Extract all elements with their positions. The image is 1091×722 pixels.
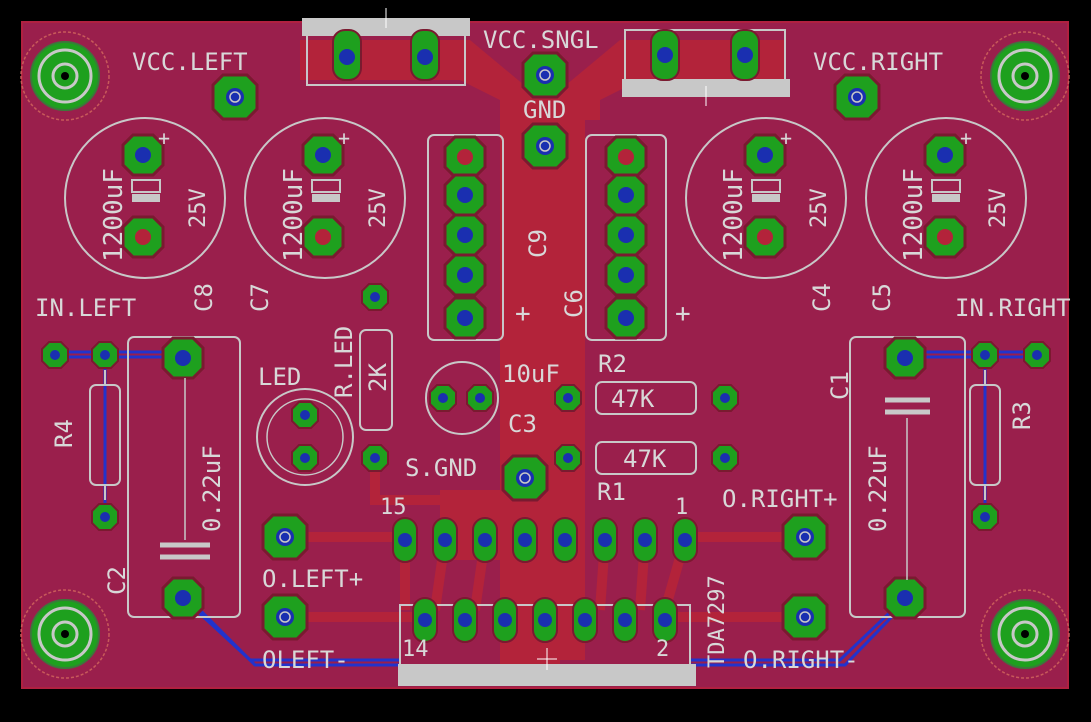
cap-c1 (849, 336, 966, 620)
resistor-r1 (554, 441, 739, 475)
label-c2: C2 (103, 566, 131, 595)
label-c6: C6 (560, 289, 588, 318)
cap-c4-voltage: 25V (807, 188, 832, 228)
cap-c7 (244, 117, 406, 279)
ic-tda7297 (392, 517, 698, 686)
label-c6-plus: + (675, 299, 691, 329)
cap-c5-voltage: 25V (986, 188, 1011, 228)
r1-value: 47K (623, 445, 667, 473)
cap-c3 (425, 361, 499, 435)
cap-c8-value: 1200uF (99, 168, 129, 262)
pad-in-right (971, 341, 999, 369)
via-o-right-minus (781, 593, 829, 641)
label-o-right-plus: O.RIGHT+ (722, 485, 838, 513)
r-led-value: 2K (364, 363, 392, 392)
label-vcc-sngl: VCC.SNGL (483, 26, 599, 54)
via-vcc-right (833, 73, 881, 121)
led (256, 388, 354, 486)
pad-in-right (1023, 341, 1051, 369)
header-c9 (427, 134, 504, 341)
cap-c5-value: 1200uF (899, 168, 929, 262)
label-vcc-left: VCC.LEFT (132, 48, 248, 76)
label-r1: R1 (597, 478, 626, 506)
label-ic: TDA7297 (705, 575, 730, 668)
via-o-right-plus (781, 513, 829, 561)
via-gnd (521, 122, 569, 170)
cap-c4-plus: + (780, 126, 792, 150)
header-c6 (585, 134, 667, 341)
via-vcc-sngl (521, 51, 569, 99)
resistor-r-led (359, 283, 393, 472)
c3-value: 10uF (502, 360, 560, 388)
cap-c5-plus: + (960, 126, 972, 150)
cap-c5 (865, 117, 1027, 279)
cap-c7-voltage: 25V (366, 188, 391, 228)
cap-c7-value: 1200uF (279, 168, 309, 262)
via-o-left-minus (261, 593, 309, 641)
cap-c4-name: C4 (808, 283, 836, 312)
cap-c8 (64, 117, 226, 279)
label-c1: C1 (826, 371, 854, 400)
pad-in-left (91, 341, 119, 369)
label-in-left: IN.LEFT (35, 294, 136, 322)
cap-c4-value: 1200uF (719, 168, 749, 262)
resistor-r3 (969, 370, 1001, 531)
resistor-r4 (89, 370, 121, 531)
label-o-left-plus: O.LEFT+ (262, 565, 363, 593)
cap-c4 (685, 117, 847, 279)
label-r3: R3 (1008, 401, 1036, 430)
cap-c5-name: C5 (868, 283, 896, 312)
label-vcc-right: VCC.RIGHT (813, 48, 943, 76)
label-c3: C3 (508, 410, 537, 438)
power-connector-right (622, 29, 790, 106)
via-s-gnd (501, 454, 549, 502)
r2-value: 47K (611, 385, 655, 413)
via-vcc-left (211, 73, 259, 121)
c2-value: 0.22uF (198, 445, 226, 532)
label-c9-plus: + (515, 299, 531, 329)
label-s-gnd: S.GND (405, 454, 477, 482)
cap-c2 (127, 336, 241, 620)
cap-c8-plus: + (158, 126, 170, 150)
pad-in-left (41, 341, 69, 369)
cap-c7-plus: + (338, 126, 350, 150)
pin-label-14: 14 (402, 637, 429, 662)
pin-label-15: 15 (380, 495, 407, 520)
power-connector-left (302, 8, 470, 86)
label-r4: R4 (50, 419, 78, 448)
label-o-left-minus: OLEFT- (262, 646, 349, 674)
label-r-led: R.LED (330, 326, 358, 398)
label-r2: R2 (598, 350, 627, 378)
cap-c8-voltage: 25V (186, 188, 211, 228)
label-led: LED (258, 363, 301, 391)
label-in-right: IN.RIGHT (955, 294, 1071, 322)
pin-label-1: 1 (675, 495, 688, 520)
c1-value: 0.22uF (864, 445, 892, 532)
resistor-r2 (554, 381, 739, 415)
cap-c8-name: C8 (190, 283, 218, 312)
label-gnd: GND (523, 96, 566, 124)
label-o-right-minus: O.RIGHT- (743, 646, 859, 674)
cap-c7-name: C7 (246, 283, 274, 312)
via-o-left-plus (261, 513, 309, 561)
pin-label-2: 2 (656, 637, 669, 662)
label-c9: C9 (524, 229, 552, 258)
